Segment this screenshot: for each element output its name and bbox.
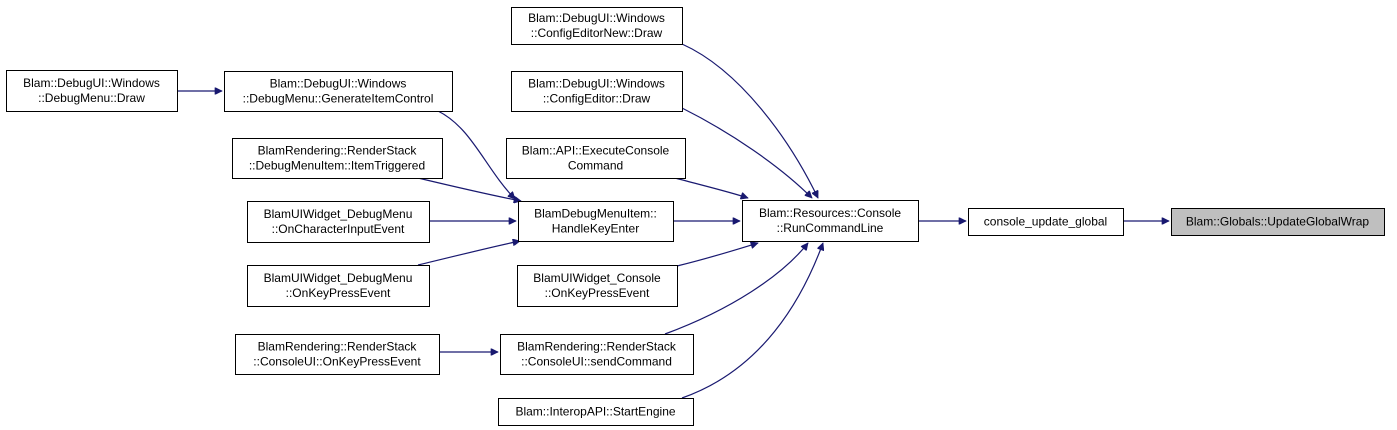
node-label-line: Blam::DebugUI::Windows bbox=[270, 77, 407, 91]
node-debug_menu_draw[interactable]: Blam::DebugUI::Windows::DebugMenu::Draw bbox=[6, 70, 178, 112]
node-box bbox=[506, 138, 686, 179]
node-label-line: Command bbox=[568, 159, 623, 173]
edge-send_command-to-run_command_line bbox=[664, 243, 808, 335]
node-box bbox=[247, 201, 430, 243]
node-box bbox=[232, 138, 443, 179]
node-box bbox=[247, 265, 430, 307]
node-box bbox=[511, 71, 683, 112]
node-box bbox=[500, 334, 694, 375]
node-handle_key_enter[interactable]: BlamDebugMenuItem::HandleKeyEnter bbox=[518, 201, 674, 242]
node-run_command_line[interactable]: Blam::Resources::Console::RunCommandLine bbox=[742, 200, 919, 242]
node-box bbox=[517, 265, 678, 307]
node-label-line: ::ConfigEditorNew::Draw bbox=[531, 26, 663, 40]
node-box bbox=[498, 398, 694, 426]
node-box bbox=[511, 7, 683, 45]
edge-debug_menu_on_key_press-to-handle_key_enter bbox=[417, 241, 520, 266]
node-label-line: ::DebugMenu::GenerateItemControl bbox=[243, 92, 434, 106]
node-label-line: ::ConfigEditor::Draw bbox=[543, 92, 651, 106]
node-debug_menu_on_key_press[interactable]: BlamUIWidget_DebugMenu::OnKeyPressEvent bbox=[247, 265, 430, 307]
node-box bbox=[518, 201, 674, 242]
node-label-line: BlamRendering::RenderStack bbox=[258, 340, 418, 354]
node-label-line: ::OnKeyPressEvent bbox=[545, 286, 650, 300]
node-box bbox=[742, 200, 919, 242]
node-label-line: Blam::Globals::UpdateGlobalWrap bbox=[1186, 215, 1370, 229]
node-label-line: ::DebugMenuItem::ItemTriggered bbox=[249, 159, 425, 173]
edge-item_triggered-to-handle_key_enter bbox=[417, 177, 521, 201]
node-config_editor_new_draw[interactable]: Blam::DebugUI::Windows::ConfigEditorNew:… bbox=[511, 7, 683, 45]
node-label-line: ::OnCharacterInputEvent bbox=[272, 222, 405, 236]
node-label-line: BlamRendering::RenderStack bbox=[517, 340, 677, 354]
node-label-line: Blam::DebugUI::Windows bbox=[528, 77, 665, 91]
node-label-line: Blam::DebugUI::Windows bbox=[528, 11, 665, 25]
node-label-line: console_update_global bbox=[984, 215, 1107, 229]
node-label-line: Blam::API::ExecuteConsole bbox=[522, 144, 670, 158]
node-console_ui_on_key_press[interactable]: BlamRendering::RenderStack::ConsoleUI::O… bbox=[235, 334, 440, 375]
node-box bbox=[224, 71, 453, 112]
node-box bbox=[968, 208, 1124, 236]
edge-execute_console_command-to-run_command_line bbox=[674, 177, 748, 198]
node-console_update_global[interactable]: console_update_global bbox=[968, 208, 1124, 236]
node-label-line: ::ConsoleUI::OnKeyPressEvent bbox=[253, 355, 421, 369]
node-label-line: BlamUIWidget_DebugMenu bbox=[264, 207, 413, 221]
node-label-line: Blam::DebugUI::Windows bbox=[23, 76, 160, 90]
edge-generate_item_control-to-handle_key_enter bbox=[437, 110, 515, 199]
node-label-line: ::RunCommandLine bbox=[777, 221, 884, 235]
edge-console_on_key_press-to-run_command_line bbox=[676, 243, 758, 267]
node-label-line: BlamUIWidget_Console bbox=[533, 271, 661, 285]
node-send_command[interactable]: BlamRendering::RenderStack::ConsoleUI::s… bbox=[500, 334, 694, 375]
node-label-line: ::ConsoleUI::sendCommand bbox=[521, 355, 672, 369]
node-label-line: BlamUIWidget_DebugMenu bbox=[264, 271, 413, 285]
node-label-line: BlamRendering::RenderStack bbox=[258, 144, 418, 158]
node-config_editor_draw[interactable]: Blam::DebugUI::Windows::ConfigEditor::Dr… bbox=[511, 71, 683, 112]
node-start_engine[interactable]: Blam::InteropAPI::StartEngine bbox=[498, 398, 694, 426]
node-label-line: ::OnKeyPressEvent bbox=[286, 286, 391, 300]
edge-config_editor_draw-to-run_command_line bbox=[681, 107, 812, 198]
node-box bbox=[1171, 208, 1385, 236]
edge-config_editor_new_draw-to-run_command_line bbox=[681, 43, 819, 198]
node-generate_item_control[interactable]: Blam::DebugUI::Windows::DebugMenu::Gener… bbox=[224, 71, 453, 112]
node-label-line: ::DebugMenu::Draw bbox=[38, 91, 145, 105]
node-console_on_key_press[interactable]: BlamUIWidget_Console::OnKeyPressEvent bbox=[517, 265, 678, 307]
node-label-line: Blam::Resources::Console bbox=[759, 206, 901, 220]
edge-start_engine-to-run_command_line bbox=[681, 243, 823, 399]
node-debug_menu_on_char_input[interactable]: BlamUIWidget_DebugMenu::OnCharacterInput… bbox=[247, 201, 430, 243]
node-label-line: BlamDebugMenuItem:: bbox=[534, 207, 657, 221]
node-item_triggered[interactable]: BlamRendering::RenderStack::DebugMenuIte… bbox=[232, 138, 443, 179]
node-label-line: Blam::InteropAPI::StartEngine bbox=[515, 405, 675, 419]
node-box bbox=[235, 334, 440, 375]
node-update_global_wrap[interactable]: Blam::Globals::UpdateGlobalWrap bbox=[1171, 208, 1385, 236]
node-label-line: HandleKeyEnter bbox=[552, 222, 639, 236]
node-box bbox=[6, 70, 178, 112]
